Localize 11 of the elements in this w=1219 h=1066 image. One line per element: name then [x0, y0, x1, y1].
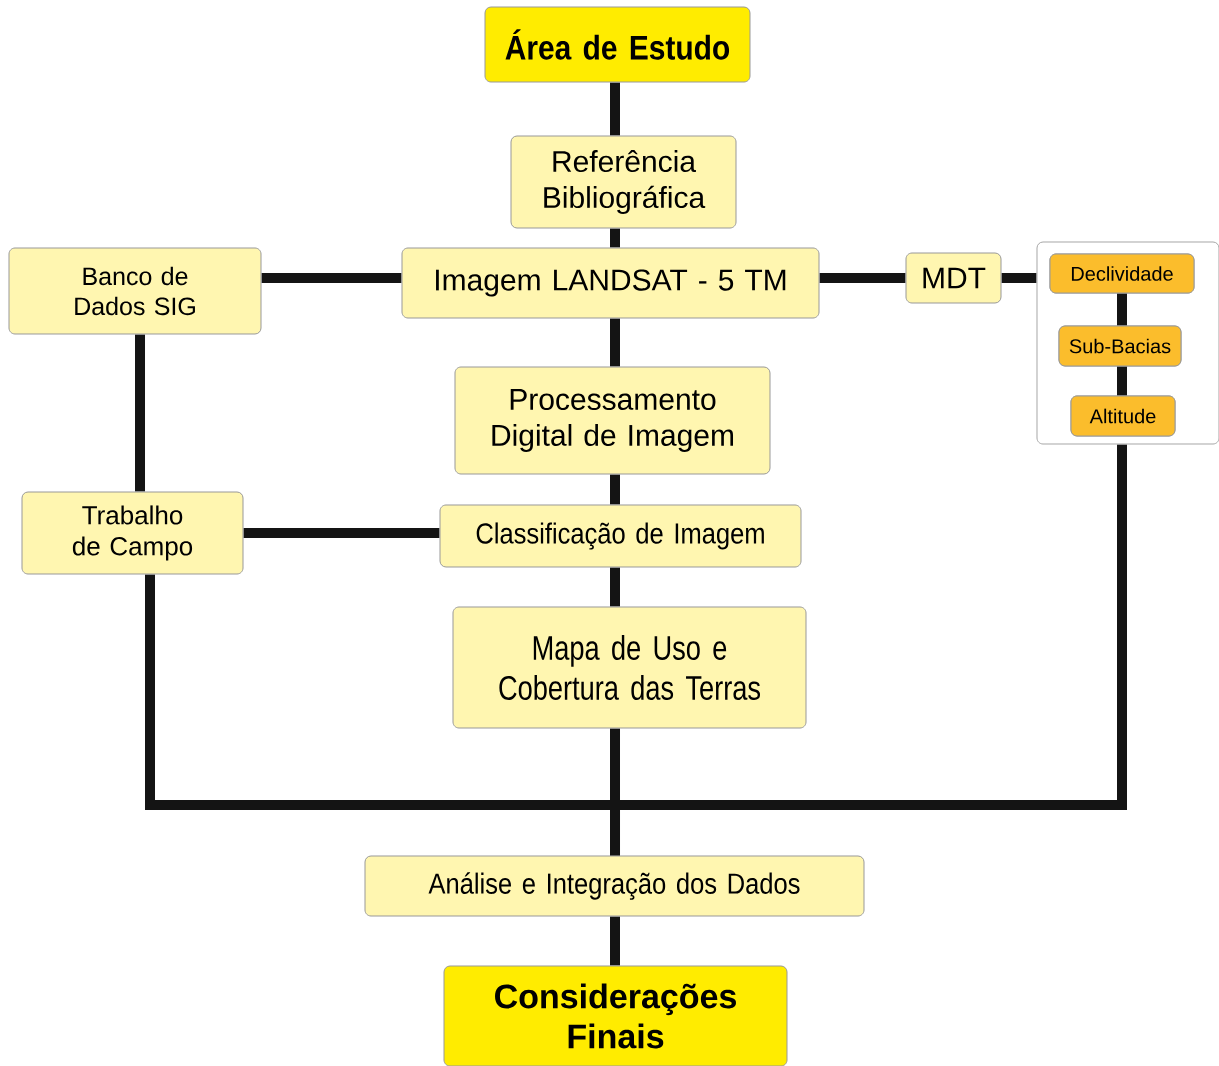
process-box: Mapa de Uso e Cobertura das Terras [452, 606, 807, 729]
process-box: Classificação de Imagem [439, 504, 802, 568]
process-box: Referência Bibliográfica [510, 135, 737, 229]
process-box: Análise e Integração dos Dados [364, 855, 865, 917]
title-box: Área de Estudo [484, 6, 751, 83]
process-box: Trabalho de Campo [21, 491, 244, 575]
process-box: Processamento Digital de Imagem [454, 366, 771, 475]
process-box: MDT [905, 252, 1002, 304]
process-box: Banco de Dados SIG [8, 247, 262, 335]
process-box: Imagem LANDSAT - 5 TM [401, 247, 820, 319]
final-box: Considerações Finais [443, 965, 788, 1066]
